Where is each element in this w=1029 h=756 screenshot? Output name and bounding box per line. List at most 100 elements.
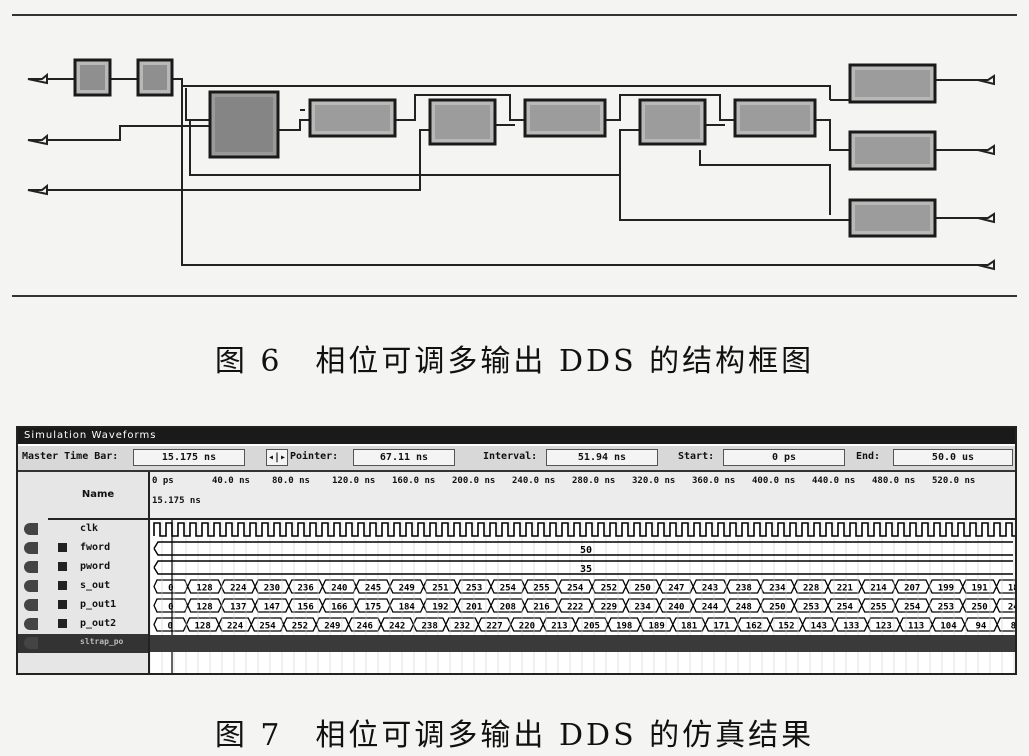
s_out-value-label: 230 bbox=[264, 584, 280, 594]
signal-row-p-out2[interactable]: p_out2 bbox=[18, 615, 148, 634]
simulation-waveforms-window: Simulation Waveforms Master Time Bar: 15… bbox=[16, 426, 1017, 675]
p_out2-value-label: 205 bbox=[584, 622, 600, 632]
s_out-value-label: 234 bbox=[769, 584, 786, 594]
p_out2-value-label: 198 bbox=[616, 622, 632, 632]
pword-value-label: 35 bbox=[580, 564, 592, 575]
s_out-value-label: 253 bbox=[466, 584, 482, 594]
start-field[interactable]: 0 ps bbox=[723, 449, 845, 466]
signal-row-sltrap-po[interactable]: sltrap_po bbox=[18, 634, 148, 653]
signal-name: clk bbox=[80, 523, 99, 534]
time-tick: 80.0 ns bbox=[272, 476, 310, 486]
signal-row-clk[interactable]: clk bbox=[18, 520, 148, 539]
input-pin-clk bbox=[27, 72, 48, 85]
s_out-value-label: 191 bbox=[971, 584, 987, 594]
s_out-value-label: 207 bbox=[904, 584, 920, 594]
signal-type-icon bbox=[24, 580, 38, 592]
p_out2-value-label: 227 bbox=[486, 622, 502, 632]
p_out1-value-label: 253 bbox=[938, 603, 954, 613]
block-phase-accumulator bbox=[208, 90, 280, 159]
signal-row-s-out[interactable]: s_out bbox=[18, 577, 148, 596]
p_out1-value-label: 147 bbox=[264, 603, 280, 613]
p_out2-value-label: 123 bbox=[876, 622, 892, 632]
s_out-value-label: 251 bbox=[432, 584, 448, 594]
bus-group-icon bbox=[58, 562, 67, 571]
time-bar-arrows[interactable]: ◂|▸ bbox=[266, 449, 288, 466]
master-time-bar-label: Master Time Bar: bbox=[22, 451, 119, 462]
time-tick: 0 ps bbox=[152, 476, 174, 486]
name-header: Name bbox=[48, 472, 148, 520]
s_out-value-label: 238 bbox=[736, 584, 752, 594]
signal-row-pword[interactable]: pword bbox=[18, 558, 148, 577]
bus-group-icon bbox=[58, 581, 67, 590]
p_out2-value-label: 181 bbox=[681, 622, 697, 632]
signal-type-icon bbox=[24, 542, 38, 554]
p_out2-value-label: 252 bbox=[292, 622, 308, 632]
p_out1-value-label: 128 bbox=[196, 603, 212, 613]
block-stage-4 bbox=[638, 98, 707, 146]
pword-waveform bbox=[153, 560, 1013, 575]
time-tick: 280.0 ns bbox=[572, 476, 616, 486]
p_out2-value-label: 220 bbox=[519, 622, 535, 632]
interval-field[interactable]: 51.94 ns bbox=[546, 449, 658, 466]
p_out1-value-label: 166 bbox=[331, 603, 347, 613]
p_out2-value-label: 143 bbox=[811, 622, 827, 632]
p_out1-value-label: 253 bbox=[803, 603, 819, 613]
pointer-field[interactable]: 67.11 ns bbox=[353, 449, 455, 466]
p_out2-value-label: 224 bbox=[227, 622, 244, 632]
signal-name: p_out2 bbox=[80, 618, 117, 629]
bus-group-icon bbox=[58, 619, 67, 628]
s_out-waveform bbox=[153, 579, 1015, 594]
p_out2-value-label: 8 bbox=[1011, 622, 1015, 632]
p_out1-value-label: 234 bbox=[634, 603, 651, 613]
s_out-value-label: 252 bbox=[601, 584, 617, 594]
top-rule bbox=[12, 14, 1017, 16]
signal-type-icon bbox=[24, 523, 38, 535]
block-rom-2 bbox=[848, 130, 937, 171]
s_out-value-label: 18 bbox=[1008, 584, 1015, 594]
signal-name: fword bbox=[80, 542, 111, 553]
time-tick: 360.0 ns bbox=[692, 476, 736, 486]
signal-row-p-out1[interactable]: p_out1 bbox=[18, 596, 148, 615]
signal-type-icon bbox=[24, 599, 38, 611]
signal-name: p_out1 bbox=[80, 599, 117, 610]
p_out2-value-label: 162 bbox=[746, 622, 762, 632]
signal-name: pword bbox=[80, 561, 111, 572]
master-time-bar-field[interactable]: 15.175 ns bbox=[133, 449, 245, 466]
p_out2-value-label: 0 bbox=[168, 622, 173, 632]
p_out1-value-label: 24 bbox=[1008, 603, 1015, 613]
p_out1-value-label: 216 bbox=[533, 603, 549, 613]
fword-waveform bbox=[153, 541, 1013, 556]
time-tick: 400.0 ns bbox=[752, 476, 796, 486]
time-tick: 120.0 ns bbox=[332, 476, 376, 486]
s_out-value-label: 243 bbox=[702, 584, 718, 594]
s_out-value-label: 0 bbox=[168, 584, 173, 594]
p_out1-value-label: 156 bbox=[298, 603, 314, 613]
p_out1-value-label: 184 bbox=[399, 603, 416, 613]
s_out-value-label: 224 bbox=[230, 584, 247, 594]
bus-group-icon bbox=[58, 600, 67, 609]
trace-waveform bbox=[150, 635, 1015, 652]
p_out1-value-label: 250 bbox=[769, 603, 785, 613]
s_out-value-label: 128 bbox=[196, 584, 212, 594]
end-field[interactable]: 50.0 us bbox=[893, 449, 1013, 466]
block-rom-1 bbox=[848, 63, 937, 104]
p_out1-value-label: 137 bbox=[230, 603, 246, 613]
p_out1-value-label: 240 bbox=[668, 603, 684, 613]
dds-block-diagram bbox=[27, 58, 995, 271]
p_out1-value-label: 192 bbox=[432, 603, 448, 613]
p_out1-value-label: 244 bbox=[702, 603, 719, 613]
p_out2-value-label: 171 bbox=[713, 622, 729, 632]
p_out2-value-label: 232 bbox=[454, 622, 470, 632]
signal-name: sltrap_po bbox=[80, 637, 124, 646]
signal-type-icon bbox=[24, 637, 38, 649]
cursor-time-label: 15.175 ns bbox=[152, 496, 201, 506]
s_out-value-label: 221 bbox=[837, 584, 853, 594]
time-tick: 240.0 ns bbox=[512, 476, 556, 486]
output-pin-trace bbox=[977, 259, 995, 271]
s_out-value-label: 214 bbox=[870, 584, 887, 594]
signal-row-fword[interactable]: fword bbox=[18, 539, 148, 558]
s_out-value-label: 247 bbox=[668, 584, 684, 594]
